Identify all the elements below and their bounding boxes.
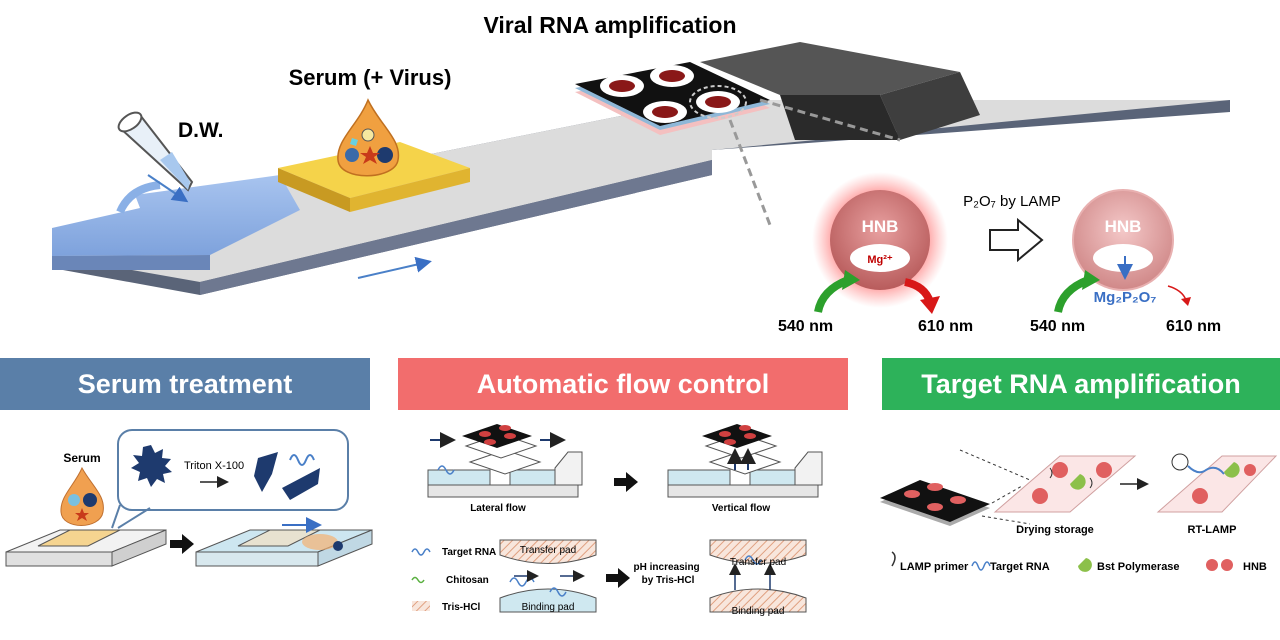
ex-left-label: 540 nm <box>778 318 833 335</box>
serum-strip-before <box>5 529 167 567</box>
legend-target-rna: Target RNA <box>442 547 496 558</box>
hnb-left-label: HNB <box>862 217 899 236</box>
drying-storage-label: Drying storage <box>1016 524 1094 536</box>
amplification-legend: LAMP primer Target RNA Bst Polymerase HN… <box>891 551 1267 573</box>
transfer-pad-label: Transfer pad <box>520 545 576 556</box>
flow-legend: Target RNA Chitosan Tris-HCl <box>411 547 496 613</box>
lateral-flow-label: Lateral flow <box>470 503 526 514</box>
flow-control-title: Automatic flow control <box>476 368 770 399</box>
target-amplification-banner: Target RNA amplification <box>882 358 1280 410</box>
target-amplification-panel: Drying storage RT-LAMP LAMP primer Targe… <box>880 449 1278 573</box>
lysed-virus-icon <box>254 452 320 500</box>
hnb-right-label: HNB <box>1105 217 1142 236</box>
absorbent-pad <box>700 42 980 140</box>
legend-hnb: HNB <box>1243 561 1267 573</box>
em-left-label: 610 nm <box>918 318 973 335</box>
arrow-right-icon <box>170 534 194 554</box>
serum-treatment-title: Serum treatment <box>77 368 293 399</box>
legend-chitosan: Chitosan <box>446 575 489 586</box>
vertical-flow-label: Vertical flow <box>712 503 771 514</box>
ph-line-1: pH increasing <box>634 562 700 573</box>
sample-pad <box>52 175 300 270</box>
ex-right-label: 540 nm <box>1030 318 1085 335</box>
vertical-flow-schematic <box>667 424 823 498</box>
ph-line-2: by Tris-HCl <box>642 575 695 586</box>
binding-pad-label-after: Binding pad <box>732 606 785 617</box>
flow-control-banner: Automatic flow control <box>398 358 848 410</box>
ph-increase-label: pH increasing by Tris-HCl <box>634 562 703 586</box>
tris-hcl-icon <box>412 601 430 611</box>
hnb-mechanism: HNB Mg²⁺ P₂O₇ by LAMP HNB Mg₂P₂O₇ 540 nm… <box>778 172 1221 335</box>
legend-bst-polymerase: Bst Polymerase <box>1097 561 1180 573</box>
rt-lamp-sheet <box>1156 453 1278 513</box>
legend-tris-hcl: Tris-HCl <box>442 602 481 613</box>
rt-lamp-label: RT-LAMP <box>1188 524 1237 536</box>
em-right-label: 610 nm <box>1166 318 1221 335</box>
serum-drop-icon <box>60 466 104 526</box>
product-label: Mg₂P₂O₇ <box>1094 289 1157 306</box>
mg-ion-label: Mg²⁺ <box>867 254 893 266</box>
transition-arrow-icon <box>989 217 1044 263</box>
pads-before <box>499 539 597 613</box>
flow-control-panel: Lateral flow Vertical flow Target RNA Ch… <box>411 424 823 617</box>
legend-lamp-primer: LAMP primer <box>900 561 969 573</box>
legend-target-rna-amp: Target RNA <box>990 561 1050 573</box>
lateral-flow-schematic <box>427 424 583 498</box>
chitosan-icon <box>411 576 425 584</box>
triton-label: Triton X-100 <box>184 460 244 472</box>
detection-pad <box>575 62 770 135</box>
arrow-right-icon <box>606 568 630 588</box>
virus-icon <box>131 445 172 487</box>
hnb-icon <box>1206 559 1233 571</box>
serum-label: Serum <box>63 451 100 465</box>
transfer-pad-label-after: Transfer pad <box>730 557 786 568</box>
dw-label: D.W. <box>178 119 224 142</box>
binding-pad-label: Binding pad <box>522 602 575 613</box>
arrow-right-icon <box>614 472 638 492</box>
serum-virus-label: Serum (+ Virus) <box>289 65 452 90</box>
pads-after <box>709 539 807 613</box>
drying-storage-sheet <box>993 455 1137 513</box>
serum-treatment-banner: Serum treatment <box>0 358 370 410</box>
serum-treatment-panel: Serum Triton X-100 <box>5 429 373 567</box>
lateral-flow-strip <box>52 42 1230 295</box>
main-title: Viral RNA amplification <box>483 12 736 38</box>
bst-polymerase-icon <box>1078 558 1092 572</box>
lamp-primer-icon <box>891 551 896 567</box>
serum-strip-after <box>195 517 373 567</box>
pipette-icon <box>117 111 194 192</box>
detection-pad-small <box>880 480 990 526</box>
target-rna-icon <box>411 548 431 556</box>
target-rna-icon <box>971 561 991 571</box>
serum-virus-drop-icon <box>337 98 400 177</box>
target-amplification-title: Target RNA amplification <box>921 368 1241 399</box>
lamp-label: P₂O₇ by LAMP <box>963 193 1061 210</box>
detection-wells <box>600 65 747 123</box>
